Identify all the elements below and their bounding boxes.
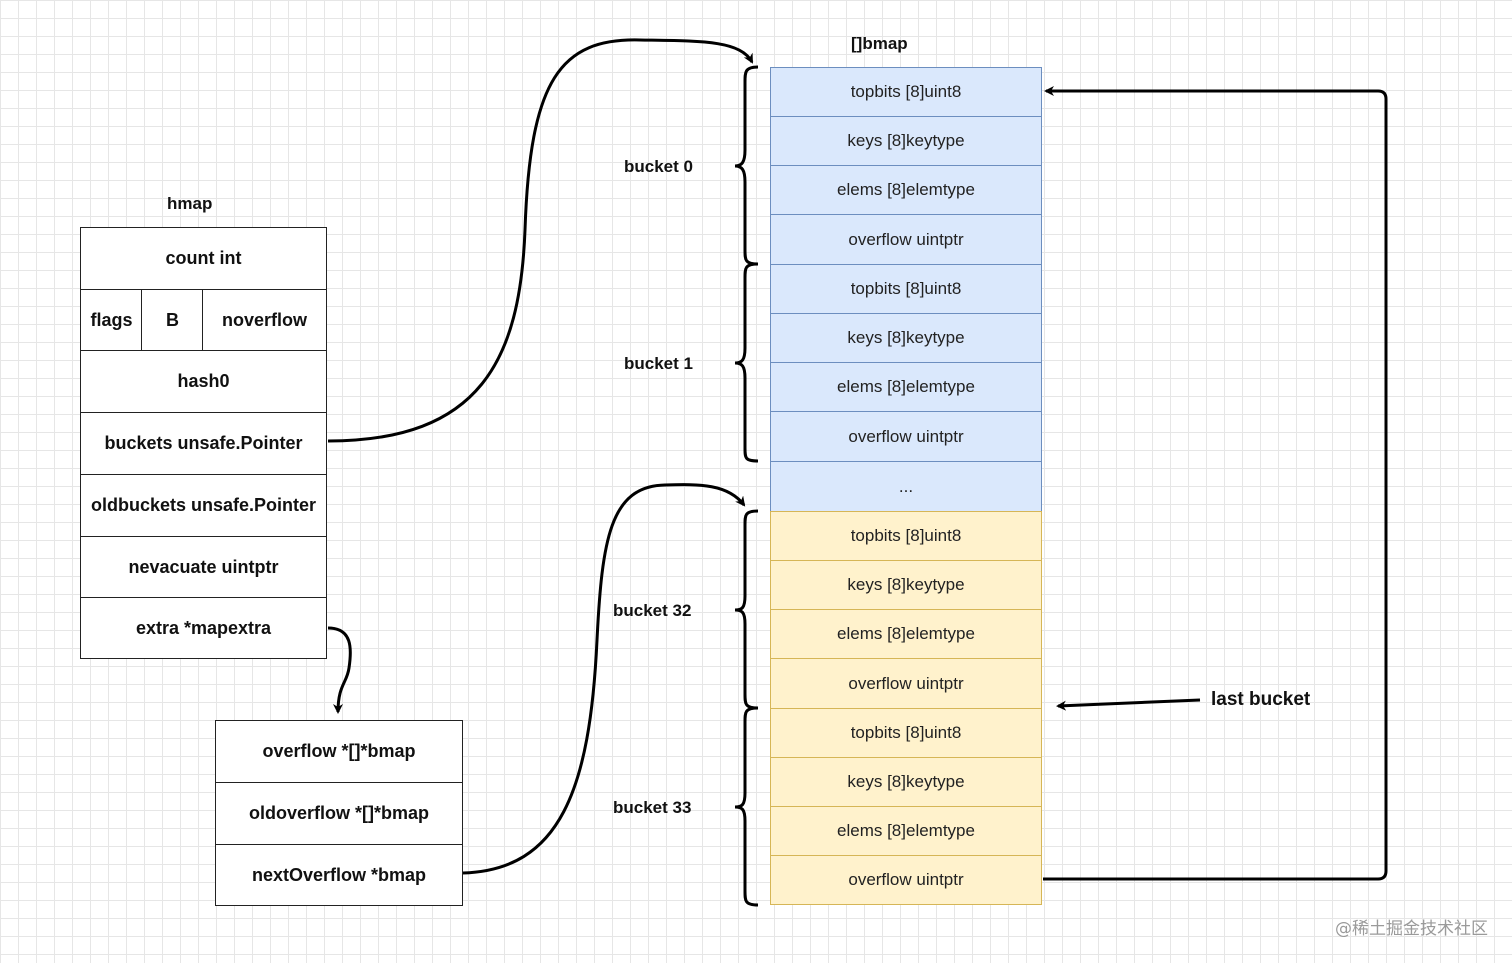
hash0-field: hash0 <box>80 350 327 413</box>
next-overflow-arrow <box>462 483 746 875</box>
bucket33-keys: keys [8]keytype <box>770 757 1042 807</box>
bucket1-topbits: topbits [8]uint8 <box>770 264 1042 314</box>
extra-field: extra *mapextra <box>80 597 327 659</box>
bucket-33-label: bucket 33 <box>613 798 692 817</box>
next-overflow-field: nextOverflow *bmap <box>215 844 463 906</box>
extra-pointer-arrow <box>327 626 352 714</box>
bucket0-elems: elems [8]elemtype <box>770 165 1042 215</box>
bucket1-overflow: overflow uintptr <box>770 411 1042 462</box>
bucket-1-label: bucket 1 <box>624 354 693 373</box>
bucket32-topbits: topbits [8]uint8 <box>770 511 1042 561</box>
bucket0-topbits: topbits [8]uint8 <box>770 67 1042 117</box>
bucket1-keys: keys [8]keytype <box>770 313 1042 363</box>
bmap-title: []bmap <box>851 34 908 53</box>
hmap-title: hmap <box>167 194 213 213</box>
last-bucket-label: last bucket <box>1211 689 1311 710</box>
bmap-ellipsis: ... <box>770 461 1042 512</box>
overflow-field: overflow *[]*bmap <box>215 720 463 783</box>
brace-bucket-33 <box>734 706 759 907</box>
bucket33-overflow: overflow uintptr <box>770 855 1042 905</box>
brace-bucket-1 <box>734 262 759 463</box>
bucket1-elems: elems [8]elemtype <box>770 362 1042 412</box>
last-bucket-arrow <box>1056 698 1201 711</box>
brace-bucket-32 <box>734 509 759 710</box>
count-field: count int <box>80 227 327 290</box>
bucket32-overflow: overflow uintptr <box>770 658 1042 709</box>
brace-bucket-0 <box>734 65 759 266</box>
oldoverflow-field: oldoverflow *[]*bmap <box>215 782 463 845</box>
bucket32-elems: elems [8]elemtype <box>770 609 1042 659</box>
bucket-32-label: bucket 32 <box>613 601 692 620</box>
buckets-pointer-arrow <box>327 38 754 443</box>
oldbuckets-field: oldbuckets unsafe.Pointer <box>80 474 327 537</box>
flags-field: flags <box>80 289 143 351</box>
bucket-0-label: bucket 0 <box>624 157 693 176</box>
watermark: @稀土掘金技术社区 <box>1335 919 1488 939</box>
bucket32-keys: keys [8]keytype <box>770 560 1042 610</box>
bucket33-elems: elems [8]elemtype <box>770 806 1042 856</box>
bucket0-overflow: overflow uintptr <box>770 214 1042 265</box>
nevacuate-field: nevacuate uintptr <box>80 536 327 599</box>
bucket33-topbits: topbits [8]uint8 <box>770 708 1042 758</box>
b-field: B <box>141 289 204 351</box>
noverflow-field: noverflow <box>202 289 327 351</box>
bucket0-keys: keys [8]keytype <box>770 116 1042 166</box>
last-overflow-loop-arrow <box>1043 86 1388 881</box>
buckets-field: buckets unsafe.Pointer <box>80 412 327 475</box>
